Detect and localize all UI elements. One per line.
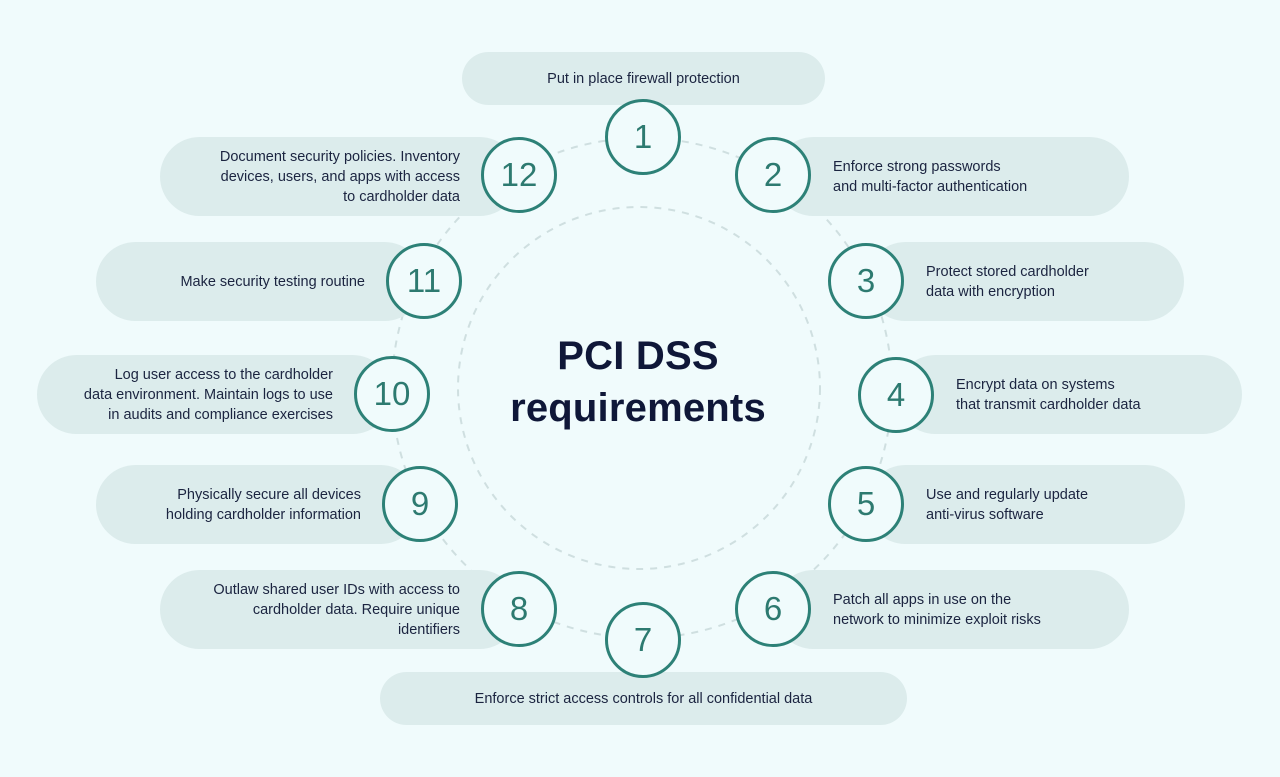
requirement-4-text: Encrypt data on systems that transmit ca… xyxy=(956,375,1141,415)
requirement-text-line: Encrypt data on systems xyxy=(956,376,1115,393)
requirement-text-line: holding cardholder information xyxy=(165,506,361,523)
requirement-text-line: Patch all apps in use on the xyxy=(833,591,1012,608)
requirement-6-text: Patch all apps in use on the network to … xyxy=(833,590,1041,630)
requirement-text-line: Enforce strict access controls for all c… xyxy=(474,690,813,707)
requirement-1-pill: Put in place firewall protection xyxy=(462,52,825,105)
requirement-text-line: Enforce strong passwords xyxy=(833,158,1001,175)
requirement-2-number: 2 xyxy=(735,137,811,213)
requirement-7-number: 7 xyxy=(605,602,681,678)
requirement-8-text: Outlaw shared user IDs with access to ca… xyxy=(213,580,460,640)
requirement-3-text: Protect stored cardholder data with encr… xyxy=(926,262,1089,302)
requirement-text-line: Protect stored cardholder xyxy=(926,263,1089,280)
requirement-10-number: 10 xyxy=(354,356,430,432)
requirement-10-pill: Log user access to the cardholder data e… xyxy=(37,355,392,434)
requirement-text-line: Log user access to the cardholder xyxy=(114,366,333,383)
requirement-text-line: to cardholder data xyxy=(343,188,460,205)
requirement-2-pill: Enforce strong passwords and multi-facto… xyxy=(774,137,1129,216)
requirement-1-text: Put in place firewall protection xyxy=(547,69,740,89)
requirement-11-number: 11 xyxy=(386,243,462,319)
requirement-2-text: Enforce strong passwords and multi-facto… xyxy=(833,157,1027,197)
requirement-7-text: Enforce strict access controls for all c… xyxy=(475,689,813,709)
requirement-text-line: Use and regularly update xyxy=(926,486,1089,503)
requirement-3-pill: Protect stored cardholder data with encr… xyxy=(866,242,1184,321)
requirement-text-line: identifiers xyxy=(397,621,460,638)
requirement-text-line: in audits and compliance exercises xyxy=(108,406,333,423)
requirement-11-text: Make security testing routine xyxy=(180,272,365,292)
requirement-text-line: cardholder data. Require unique xyxy=(252,601,460,618)
requirement-12-pill: Document security policies. Inventory de… xyxy=(160,137,519,216)
requirement-text-line: that transmit cardholder data xyxy=(956,396,1141,413)
inner-dashed-ring xyxy=(457,206,821,570)
title-line-2: requirements xyxy=(510,386,766,430)
requirement-6-number: 6 xyxy=(735,571,811,647)
requirement-7-pill: Enforce strict access controls for all c… xyxy=(380,672,907,725)
requirement-text-line: Document security policies. Inventory xyxy=(219,148,460,165)
requirement-10-text: Log user access to the cardholder data e… xyxy=(84,365,333,425)
requirement-text-line: Physically secure all devices xyxy=(177,486,361,503)
requirement-8-number: 8 xyxy=(481,571,557,647)
requirement-11-pill: Make security testing routine xyxy=(96,242,424,321)
requirement-text-line: Outlaw shared user IDs with access to xyxy=(213,581,460,598)
requirement-1-number: 1 xyxy=(605,99,681,175)
requirement-8-pill: Outlaw shared user IDs with access to ca… xyxy=(160,570,519,649)
requirement-text-line: Make security testing routine xyxy=(180,273,365,290)
title-line-1: PCI DSS xyxy=(557,334,719,378)
requirement-text-line: anti-virus software xyxy=(926,506,1044,523)
requirement-3-number: 3 xyxy=(828,243,904,319)
requirement-12-number: 12 xyxy=(481,137,557,213)
requirement-4-number: 4 xyxy=(858,357,934,433)
requirement-9-text: Physically secure all devices holding ca… xyxy=(166,485,361,525)
requirement-text-line: and multi-factor authentication xyxy=(833,178,1028,195)
requirement-text-line: devices, users, and apps with access xyxy=(220,168,460,185)
requirement-9-pill: Physically secure all devices holding ca… xyxy=(96,465,420,544)
requirement-text-line: data environment. Maintain logs to use xyxy=(83,386,333,403)
requirement-5-number: 5 xyxy=(828,466,904,542)
requirement-text-line: Put in place firewall protection xyxy=(547,70,740,87)
requirement-4-pill: Encrypt data on systems that transmit ca… xyxy=(896,355,1242,434)
requirement-5-pill: Use and regularly update anti-virus soft… xyxy=(866,465,1185,544)
requirement-6-pill: Patch all apps in use on the network to … xyxy=(774,570,1129,649)
requirement-5-text: Use and regularly update anti-virus soft… xyxy=(926,485,1088,525)
requirement-text-line: network to minimize exploit risks xyxy=(833,611,1041,628)
requirement-9-number: 9 xyxy=(382,466,458,542)
requirement-text-line: data with encryption xyxy=(926,283,1055,300)
diagram-title: PCI DSS requirements xyxy=(480,330,796,434)
requirement-12-text: Document security policies. Inventory de… xyxy=(220,147,460,207)
